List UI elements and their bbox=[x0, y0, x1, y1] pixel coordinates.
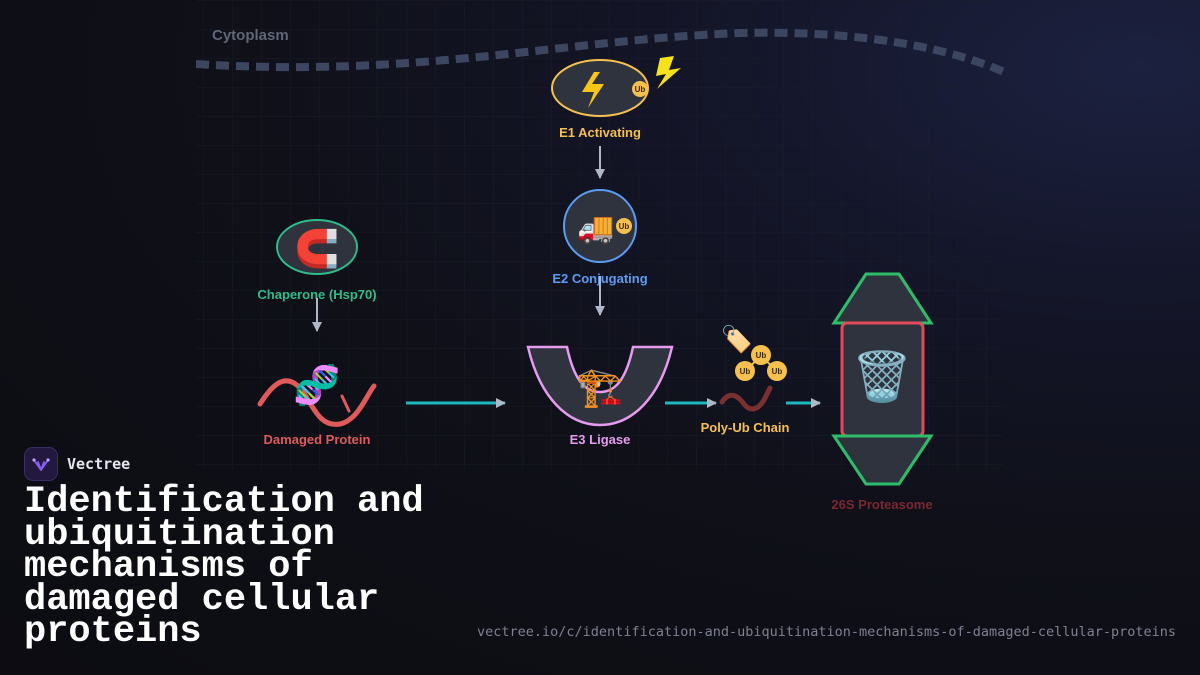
chaperone-node: 🧲 Chaperone (Hsp70) bbox=[257, 219, 377, 302]
dna-icon: 🧬 bbox=[293, 362, 340, 408]
source-url[interactable]: vectree.io/c/identification-and-ubiquiti… bbox=[477, 624, 1176, 640]
e3-label: E3 Ligase bbox=[570, 432, 631, 447]
ub-tag bbox=[632, 81, 648, 97]
polyub-label: Poly-Ub Chain bbox=[701, 420, 790, 435]
svg-text:Ub: Ub bbox=[635, 85, 646, 94]
e2-conjugating-node: 🚚 Ub E2 Conjugating bbox=[552, 189, 648, 286]
proteasome-label: 26S Proteasome bbox=[831, 497, 932, 512]
svg-text:Ub: Ub bbox=[756, 351, 767, 360]
protein-strand bbox=[257, 378, 377, 427]
ub-tag bbox=[616, 218, 632, 234]
crane-icon: 🏗️ bbox=[576, 365, 623, 409]
proteasome-top-cap bbox=[831, 272, 934, 325]
svg-text:Ub: Ub bbox=[772, 367, 783, 376]
svg-text:Ub: Ub bbox=[740, 367, 751, 376]
ub-tag bbox=[751, 345, 771, 365]
tag-icon: 🏷️ bbox=[721, 324, 753, 355]
ub-tag bbox=[767, 361, 787, 381]
brand-name: Vectree bbox=[67, 455, 131, 473]
magnet-icon: 🧲 bbox=[295, 228, 340, 270]
cytoplasm-membrane bbox=[195, 28, 1006, 76]
svg-text:Ub: Ub bbox=[619, 222, 630, 231]
delivery-truck-icon: 🚚 bbox=[577, 211, 614, 246]
chain-strand bbox=[719, 385, 773, 412]
e3-ligase-node: 🏗️ E3 Ligase bbox=[526, 345, 674, 447]
chaperone-label: Chaperone (Hsp70) bbox=[257, 287, 376, 302]
proteasome-bottom-cap bbox=[831, 434, 934, 486]
page-title: Identification and ubiquitination mechan… bbox=[24, 481, 424, 653]
lightning-icon bbox=[582, 72, 604, 108]
ub-tag bbox=[735, 361, 755, 381]
damaged-protein-node: 🧬 Damaged Protein bbox=[257, 362, 377, 447]
trash-can-icon: 🗑️ bbox=[852, 349, 912, 405]
compartment-label: Cytoplasm bbox=[212, 27, 289, 44]
polyub-chain-node: 🏷️ Ub Ub Ub Poly-Ub Chain bbox=[701, 324, 790, 435]
damaged-label: Damaged Protein bbox=[264, 432, 371, 447]
brand: Vectree bbox=[24, 447, 130, 481]
energy-spark-icon bbox=[656, 56, 681, 89]
vectree-logo-icon bbox=[24, 447, 58, 481]
proteasome-node: 🗑️ 26S Proteasome bbox=[831, 272, 934, 512]
e1-activating-node: Ub E1 Activating bbox=[551, 56, 681, 140]
e1-label: E1 Activating bbox=[559, 125, 641, 140]
